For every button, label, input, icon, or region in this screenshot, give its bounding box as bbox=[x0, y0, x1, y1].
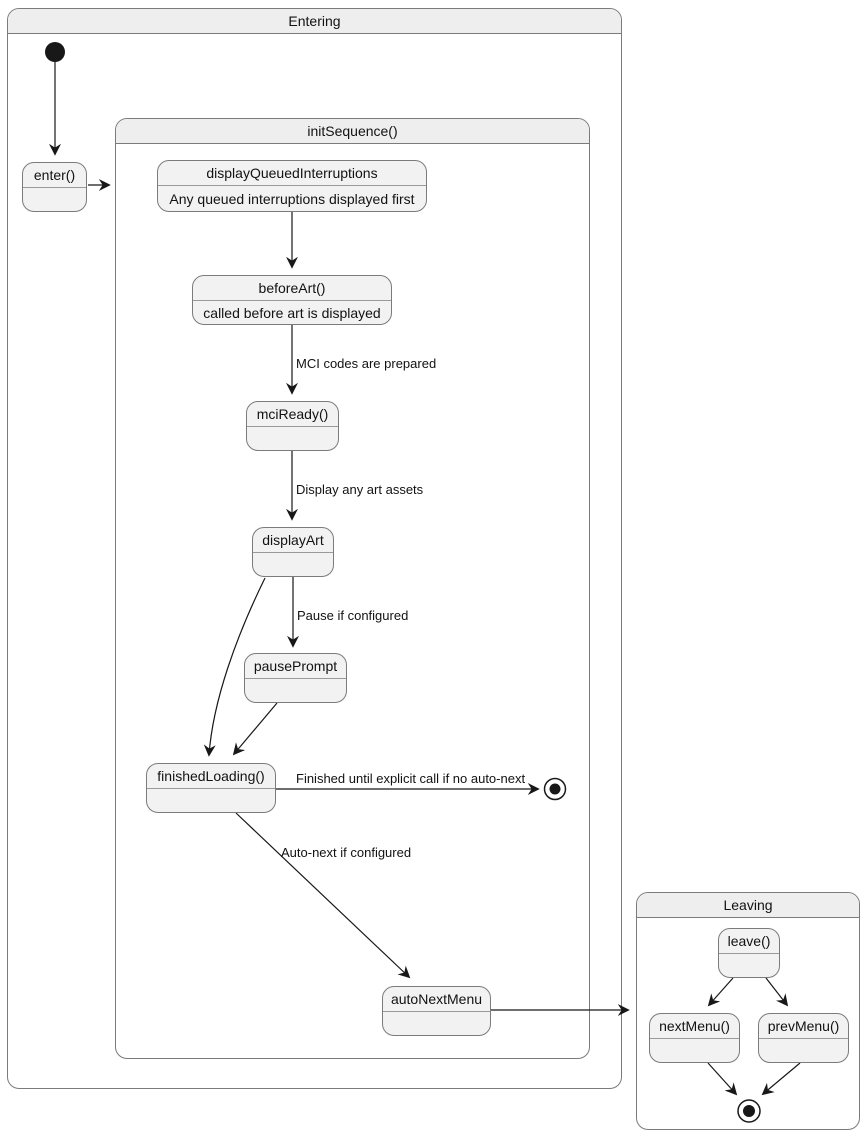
state-mci-ready: mciReady() bbox=[246, 401, 339, 451]
composite-state-leaving-title: Leaving bbox=[637, 893, 859, 918]
transition-label-pause-if-configured: Pause if configured bbox=[297, 608, 409, 623]
state-before-art: beforeArt() called before art is display… bbox=[192, 275, 392, 325]
state-display-art: displayArt bbox=[252, 527, 334, 577]
state-enter-title: enter() bbox=[23, 163, 86, 188]
state-prev-menu: prevMenu() bbox=[758, 1013, 849, 1063]
state-leave-body bbox=[719, 954, 779, 977]
state-display-queued-interruptions-description: Any queued interruptions displayed first bbox=[169, 190, 415, 207]
state-next-menu-title: nextMenu() bbox=[650, 1014, 739, 1039]
state-display-queued-interruptions: displayQueuedInterruptions Any queued in… bbox=[157, 160, 427, 212]
state-auto-next-menu: autoNextMenu bbox=[382, 986, 491, 1036]
transition-label-display-art-assets: Display any art assets bbox=[296, 482, 424, 497]
state-pause-prompt-title: pausePrompt bbox=[245, 654, 346, 679]
state-enter: enter() bbox=[22, 162, 87, 212]
transition-label-auto-next-configured: Auto-next if configured bbox=[281, 845, 412, 860]
state-prev-menu-title: prevMenu() bbox=[759, 1014, 848, 1039]
state-finished-loading-title: finishedLoading() bbox=[147, 764, 275, 789]
composite-state-initsequence-title: initSequence() bbox=[116, 119, 589, 144]
state-auto-next-menu-title: autoNextMenu bbox=[383, 987, 490, 1012]
state-leave: leave() bbox=[718, 928, 780, 978]
state-display-art-body bbox=[253, 553, 333, 576]
composite-state-entering-title: Entering bbox=[8, 9, 621, 34]
transition-label-finished-no-autonext: Finished until explicit call if no auto-… bbox=[296, 771, 526, 786]
state-mci-ready-body bbox=[247, 427, 338, 450]
composite-state-leaving: Leaving bbox=[636, 892, 860, 1130]
state-pause-prompt-body bbox=[245, 679, 346, 702]
state-enter-body bbox=[23, 188, 86, 211]
state-display-queued-interruptions-title: displayQueuedInterruptions bbox=[158, 161, 426, 186]
state-leave-title: leave() bbox=[719, 929, 779, 954]
state-next-menu: nextMenu() bbox=[649, 1013, 740, 1063]
state-pause-prompt: pausePrompt bbox=[244, 653, 347, 703]
state-auto-next-menu-body bbox=[383, 1012, 490, 1035]
state-next-menu-body bbox=[650, 1039, 739, 1062]
composite-state-initsequence: initSequence() bbox=[115, 118, 590, 1059]
state-display-art-title: displayArt bbox=[253, 528, 333, 553]
state-before-art-description: called before art is displayed bbox=[203, 304, 381, 321]
state-prev-menu-body bbox=[759, 1039, 848, 1062]
transition-label-mci-codes: MCI codes are prepared bbox=[296, 356, 437, 371]
state-before-art-title: beforeArt() bbox=[193, 276, 391, 301]
state-mci-ready-title: mciReady() bbox=[247, 402, 338, 427]
state-finished-loading-body bbox=[147, 789, 275, 812]
state-finished-loading: finishedLoading() bbox=[146, 763, 276, 813]
